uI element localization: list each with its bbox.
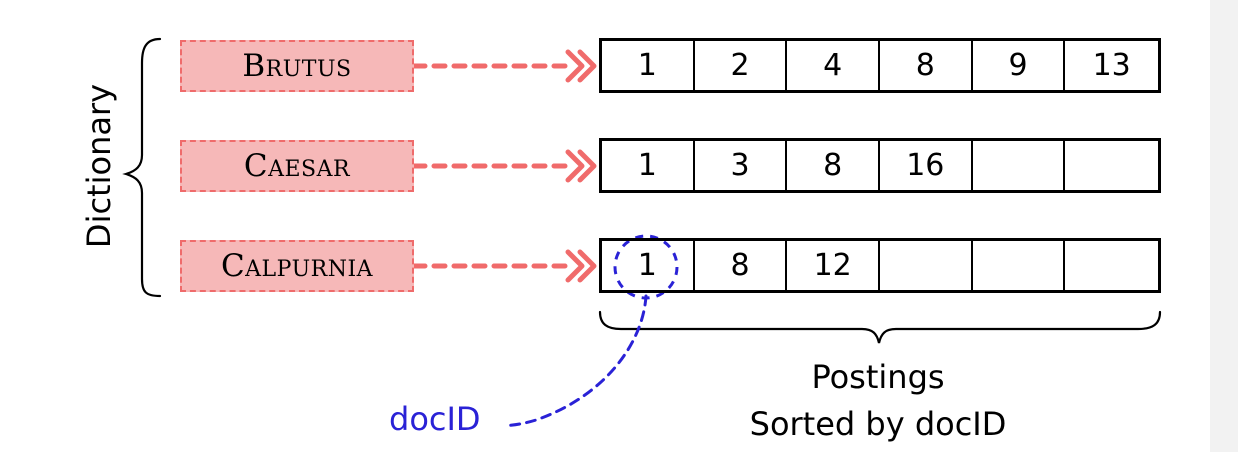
posting-cell: 8 xyxy=(787,141,880,190)
dictionary-term-calpurnia: Calpurnia xyxy=(180,240,414,292)
dictionary-label: Dictionary xyxy=(80,83,118,249)
docid-annotation-label: docID xyxy=(389,400,481,438)
posting-cell: 8 xyxy=(880,41,973,90)
arrowhead-double-chevron-caesar-1 xyxy=(565,149,585,183)
posting-cell xyxy=(973,241,1066,290)
arrowhead-double-chevron-caesar-2 xyxy=(577,149,597,183)
postings-title: Postings xyxy=(811,358,945,396)
posting-cell: 16 xyxy=(880,141,973,190)
arrowhead-double-chevron-calpurnia-1 xyxy=(565,249,585,283)
posting-cell: 9 xyxy=(973,41,1066,90)
right-edge-strip xyxy=(1210,0,1238,452)
posting-cell xyxy=(1065,141,1158,190)
posting-cell: 12 xyxy=(787,241,880,290)
posting-cell xyxy=(973,141,1066,190)
posting-cell xyxy=(1065,241,1158,290)
arrowhead-double-chevron-calpurnia-2 xyxy=(577,249,597,283)
arrowhead-double-chevron-brutus-2 xyxy=(577,49,597,83)
posting-cell: 8 xyxy=(695,241,788,290)
arrowhead-double-chevron-brutus-1 xyxy=(565,49,585,83)
postings-list-brutus: 1 2 4 8 9 13 xyxy=(599,38,1161,93)
posting-cell: 13 xyxy=(1092,47,1131,83)
postings-brace xyxy=(598,310,1162,344)
dictionary-term-brutus: Brutus xyxy=(180,40,414,92)
posting-cell: 1 xyxy=(602,241,695,290)
docid-callout-connector xyxy=(502,294,648,428)
posting-cell: 2 xyxy=(695,41,788,90)
posting-cell: 1 xyxy=(602,41,695,90)
dictionary-term-caesar: Caesar xyxy=(180,140,414,192)
posting-cell: 1 xyxy=(602,141,695,190)
dictionary-brace xyxy=(122,37,162,298)
posting-cell xyxy=(880,241,973,290)
posting-cell: 3 xyxy=(695,141,788,190)
posting-cell: 4 xyxy=(787,41,880,90)
postings-subtitle: Sorted by docID xyxy=(749,405,1007,443)
postings-list-caesar: 1 3 8 16 xyxy=(599,138,1161,193)
postings-list-calpurnia: 1 8 12 xyxy=(599,238,1161,293)
